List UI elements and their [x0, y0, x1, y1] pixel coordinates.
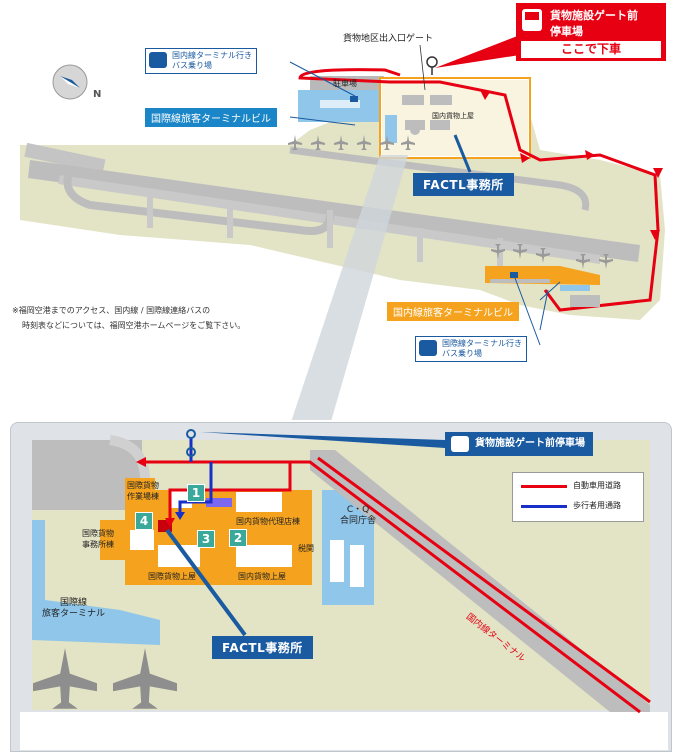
intl-terminal-detail-label: 国際線 旅客ターミナル	[42, 598, 106, 619]
legend-swatch-walkway	[521, 505, 567, 508]
taxiway-loop	[63, 168, 334, 235]
aircraft-icons	[33, 648, 177, 709]
legend: 自動車用道路 歩行者用通路	[512, 472, 644, 522]
factl-office-label: FACTL事務所	[413, 173, 514, 196]
bus-stop-marker	[186, 429, 196, 457]
marker-2: 2	[229, 529, 247, 547]
main-runway	[28, 160, 640, 262]
customs-label: 税関	[298, 544, 314, 553]
access-note-line1: ※福岡空港までのアクセス、国内線 / 国際線連絡バスの	[12, 306, 211, 315]
cq-office-label: C・Q 合同庁舎	[340, 505, 377, 526]
marker-1: 1	[187, 484, 205, 502]
stop-callout-title-line1: 貨物施設ゲート前	[550, 9, 638, 22]
parking-label: 駐車場	[333, 79, 357, 88]
bus-icon	[451, 436, 469, 452]
detail-map-footer	[20, 712, 668, 750]
legend-label-road: 自動車用道路	[573, 481, 621, 490]
access-note-line2: 時刻表などについては、福岡空港ホームページをご覧下さい。	[22, 321, 246, 330]
bus-stop-to-domestic: 国内線ターミナル行き バス乗り場	[145, 48, 257, 74]
domestic-cargo-shed-label: 国内貨物上屋	[432, 112, 474, 120]
domestic-cargo-shed-label: 国内貨物上屋	[238, 572, 286, 581]
intl-terminal-label: 国際線旅客ターミナルビル	[145, 108, 277, 127]
marker-4: 4	[135, 512, 153, 530]
bus-stop-to-intl: 国際線ターミナル行き バス乗り場	[415, 336, 527, 362]
parked-aircraft-icons	[288, 135, 613, 269]
runway	[24, 142, 106, 174]
stop-callout-pointer	[435, 35, 520, 68]
zoom-projection	[291, 155, 408, 420]
overview-map	[20, 35, 665, 420]
legend-swatch-road	[521, 485, 567, 488]
pedestrian-walkway	[178, 438, 213, 516]
parking-area	[32, 440, 142, 510]
vehicle-road	[290, 460, 641, 714]
bus-icon	[522, 9, 542, 31]
marker-3: 3	[197, 530, 215, 548]
intl-cargo-office-label: 国際貨物 事務所棟	[82, 529, 114, 549]
bus-icon	[419, 340, 437, 356]
stop-callout-action: ここで下車	[521, 41, 661, 58]
compass-icon	[52, 64, 88, 100]
domestic-agent-label: 国内貨物代理店棟	[236, 517, 300, 526]
domestic-terminal-label: 国内線旅客ターミナルビル	[387, 302, 519, 321]
detail-stop-label: 貨物施設ゲート前停車場	[445, 432, 593, 456]
intl-cargo-shed-label: 国際貨物上屋	[148, 572, 196, 581]
legend-label-walkway: 歩行者用通路	[573, 501, 621, 510]
intl-terminal-detail	[32, 520, 160, 645]
intl-cargo-work-label: 国際貨物 作業場棟	[127, 481, 159, 501]
compass-north-label: N	[93, 89, 102, 100]
cargo-gate-label: 貨物地区出入口ゲート	[343, 34, 434, 44]
detail-factl-office-label: FACTL事務所	[212, 636, 313, 659]
stop-callout: 貨物施設ゲート前 停車場 ここで下車	[516, 3, 666, 61]
overview-route	[298, 68, 660, 312]
bus-icon	[149, 52, 167, 68]
stop-callout-title-line2: 停車場	[550, 25, 583, 38]
